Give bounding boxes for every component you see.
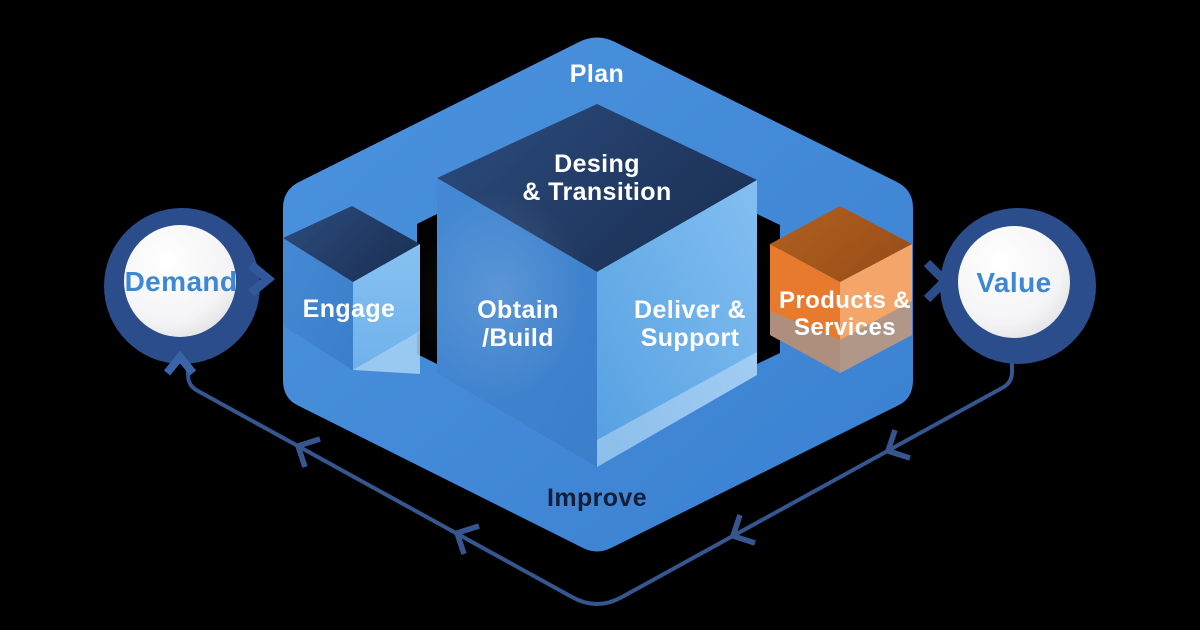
feedback-loop-path: [186, 356, 1014, 606]
plan-label: Plan: [570, 60, 624, 88]
demand-to-engage-chevron-icon: [248, 261, 276, 297]
engage-label: Engage: [303, 295, 396, 323]
design-transition-top-face: [437, 104, 757, 272]
products-services-label-line2: Services: [794, 314, 896, 341]
products-cube-gray-overlay: [770, 301, 912, 373]
products-services-label-line1: Products &: [779, 287, 911, 314]
demand-circle-inner: [124, 225, 236, 337]
feedback-loop-arrowheads: [294, 429, 911, 555]
products-cube-top-face: [770, 206, 912, 282]
loop-arrowhead-right-1: [884, 429, 911, 461]
loop-arrowhead-right-2: [729, 514, 756, 546]
deliver-support-label-line2: Support: [641, 324, 740, 352]
engage-cube-top-face: [283, 206, 420, 282]
products-to-value-chevron-icon: [923, 259, 952, 303]
loop-arrowhead-left-2: [294, 436, 321, 468]
value-circle-inner: [958, 226, 1070, 338]
improve-label: Improve: [547, 484, 647, 512]
design-transition-label-line2: & Transition: [522, 178, 671, 206]
cube-bottom-bevel: [597, 352, 757, 467]
obtain-build-label-line1: Obtain: [477, 296, 559, 324]
demand-entry-arrowhead-icon: [163, 350, 197, 376]
engage-cube-reflection: [353, 331, 420, 374]
value-label: Value: [976, 267, 1051, 298]
loop-arrowhead-left-1: [453, 523, 480, 555]
obtain-build-label-line2: /Build: [482, 324, 554, 352]
deliver-support-label-line1: Deliver &: [634, 296, 746, 324]
deliver-support-face: [597, 180, 757, 467]
demand-label: Demand: [125, 266, 238, 297]
obtain-build-face-glow: [415, 190, 585, 400]
design-transition-label-line1: Desing: [554, 150, 640, 178]
engage-cube-right-face: [353, 244, 420, 370]
